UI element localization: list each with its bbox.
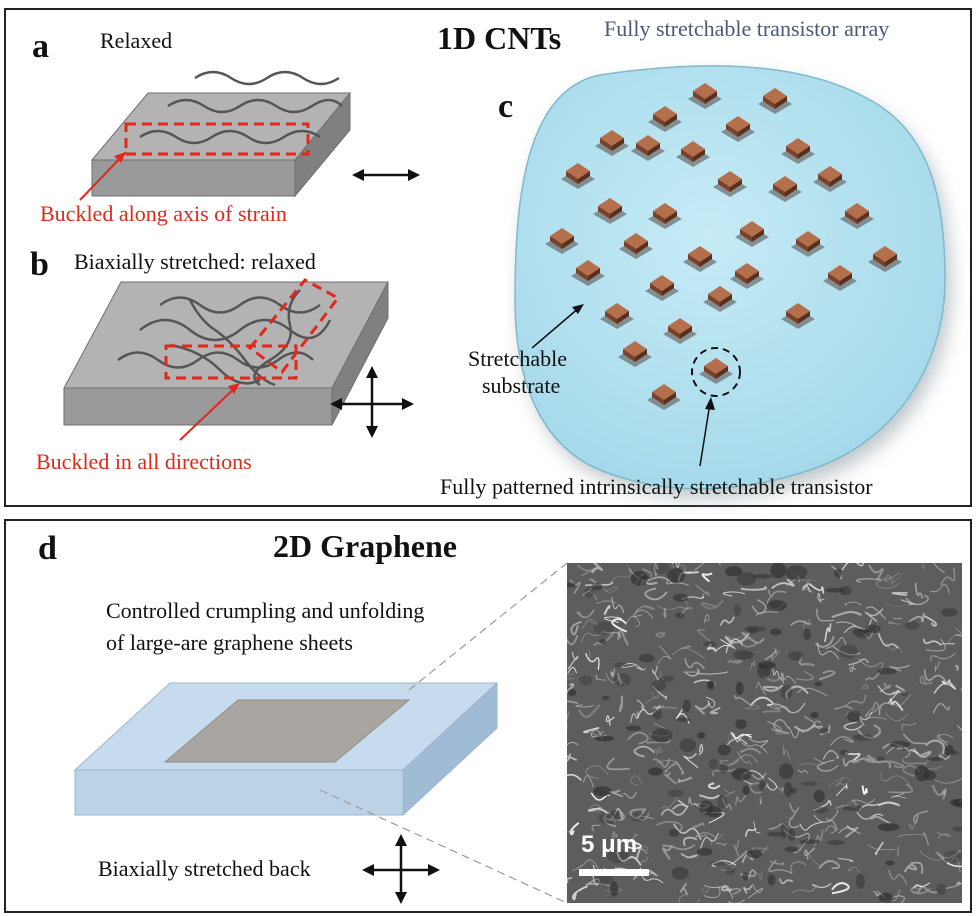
transistor [663,318,697,344]
transistor [676,141,710,167]
transistor [721,116,755,142]
scale-bar [579,869,649,876]
panel-label-b: b [30,246,49,283]
transistor [699,358,733,384]
transistor [713,171,747,197]
transistor [813,166,847,192]
relaxed-label: Relaxed [100,28,173,53]
buckled-axis-label: Buckled along axis of strain [40,201,287,226]
transistor [730,263,764,289]
transistor [683,246,717,272]
cnt-title: 1D CNTs [437,20,562,56]
highlighted-transistor-ring [691,347,741,397]
transistor [758,88,792,114]
cnt-wire [139,129,321,145]
panel-label-d: d [38,530,57,567]
transistor [648,203,682,229]
transistor [545,228,579,254]
graphene-sheet [163,699,411,763]
scale-bar-label: 5 μm [581,831,638,858]
transistor [561,163,595,189]
substrate-label-line1: Stretchable [468,346,567,371]
horizontal-strain-arrow [352,169,420,181]
panel-label-c: c [498,88,514,125]
biaxial-back-arrow [362,834,440,904]
transistor [823,265,857,291]
transistor [868,246,902,272]
transistor-label: Fully patterned intrinsically stretchabl… [440,474,873,499]
biaxial-strain-arrow [330,366,414,438]
graphene-caption-line1: Controlled crumpling and unfolding [106,598,425,623]
buckled-all-directions-label: Buckled in all directions [36,449,252,474]
zoom-guides [319,562,568,904]
transistor [645,275,679,301]
cnt-wire [194,70,340,86]
transistor [647,384,681,410]
transistor [688,83,722,109]
substrate-label-line2: substrate [482,373,561,398]
transistor [619,233,653,259]
pointer-arrows [531,304,715,467]
highlight-box [124,122,310,156]
transistor [593,198,627,224]
relaxed-slab [79,70,352,201]
transistor-array [545,83,902,410]
transistor [631,135,665,161]
stretched-back-label: Biaxially stretched back [98,856,311,881]
transistor [768,176,802,202]
transistor [571,260,605,286]
transistor [791,231,825,257]
graphene-slab [73,681,499,817]
transistor [703,286,737,312]
transistor [735,221,769,247]
graphene-caption-line2: of large-are graphene sheets [106,630,353,655]
transistor [618,341,652,367]
transistor [781,303,815,329]
array-title: Fully stretchable transistor array [604,16,890,41]
transistor [595,130,629,156]
transistor [840,203,874,229]
biaxial-slab [63,278,389,441]
cnt-wire [167,98,343,114]
transistor [648,106,682,132]
graphene-sem-image: 5 μm [567,563,962,903]
transistor [781,138,815,164]
panel-label-a: a [32,28,49,65]
transistor [600,303,634,329]
graphene-title: 2D Graphene [273,528,457,564]
biaxial-relaxed-label: Biaxially stretched: relaxed [74,249,316,274]
